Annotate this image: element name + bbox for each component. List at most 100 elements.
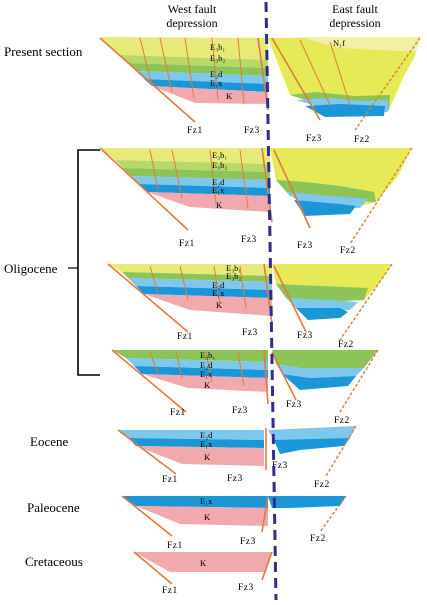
layer-e1x-east <box>268 496 346 508</box>
unit-label-e2d: E₂d <box>212 280 225 290</box>
layer-e1x-west <box>144 79 268 92</box>
minor-fault <box>149 265 159 295</box>
layer-e3b1-west <box>100 148 270 164</box>
layer-k-west <box>136 506 268 526</box>
minor-fault <box>299 39 331 106</box>
fault-fz3 <box>273 265 307 333</box>
layer-k <box>134 552 272 572</box>
fault-label-fz3: Fz3 <box>242 328 258 338</box>
fault-fz2-present <box>354 37 421 131</box>
panel-oligocene-mid: E₃b₁ E₃b₂ E₂d E₁x K Fz1 Fz3 Fz3 Fz2 <box>107 263 393 350</box>
layer-e2d-west <box>128 278 272 290</box>
unit-label-e3b1: E₃b₁ <box>210 42 225 52</box>
unit-label-e1x: E₁x <box>212 185 225 195</box>
minor-fault <box>179 265 189 301</box>
panel-eocene: E₂d E₁x K Fz1 Fz3 Fz3 Fz2 <box>117 425 357 490</box>
fault-fz3 <box>261 495 269 533</box>
panel-paleocene: E₁x K Fz1 Fz3 Fz2 <box>121 495 347 551</box>
layer-e1x-east <box>274 438 350 454</box>
layer-e3b2-west <box>120 55 268 68</box>
unit-label-e1x: E₁x <box>212 288 225 298</box>
minor-fault <box>149 351 159 375</box>
layer-n1f-east <box>300 37 420 52</box>
fault-label-fz3: Fz3 <box>232 406 248 416</box>
minor-fault <box>209 149 217 205</box>
east-header-line2: depression <box>329 16 380 30</box>
minor-fault <box>237 351 245 387</box>
fault-label-fz2: Fz2 <box>340 246 356 256</box>
fault-label-fz3: Fz3 <box>297 331 313 341</box>
unit-label-e3b1: E₃b₁ <box>212 150 227 160</box>
layer-e2d-west <box>118 430 264 440</box>
unit-label-k: K <box>200 558 207 568</box>
minor-fault <box>205 351 213 383</box>
panel-oligocene-early: E₃b₁ E₂d E₁x K Fz1 Fz3 Fz3 Fz2 <box>111 349 379 426</box>
layer-e1x-west <box>134 366 268 378</box>
fault-label-fz1: Fz1 <box>167 541 183 551</box>
fault-fz1 <box>99 147 189 231</box>
stage-label-paleocene: Paleocene <box>27 500 80 515</box>
layer-k-west <box>147 192 270 212</box>
fault-label-fz1: Fz1 <box>162 586 178 596</box>
layer-e1x-east <box>296 308 348 320</box>
fault-fz2 <box>339 263 393 341</box>
fault-fz2 <box>319 495 347 533</box>
panel-cretaceous: K Fz1 Fz3 <box>133 551 273 596</box>
unit-label-e3b2: E₃b₂ <box>212 160 227 170</box>
stage-label-oligocene: Oligocene <box>4 261 58 276</box>
unit-label-e3b1: E₃b₁ <box>226 263 241 273</box>
depression-divide-line <box>264 1 278 601</box>
layer-k-west <box>144 294 272 316</box>
unit-label-n1f: N₁f <box>333 38 345 48</box>
fault-fz2 <box>349 147 413 245</box>
layer-e2d-east <box>276 364 364 378</box>
fault-label-fz3: Fz3 <box>227 474 243 484</box>
fault-fz3-west <box>261 147 273 223</box>
unit-label-e1x: E₁x <box>200 369 213 379</box>
layer-e1x-west <box>122 496 268 508</box>
minor-fault <box>329 41 351 106</box>
layer-e1x-east <box>305 104 385 117</box>
layer-e2d-west <box>131 176 270 188</box>
unit-label-k: K <box>216 300 223 310</box>
layer-e3b3-west <box>123 168 270 180</box>
layer-e3b1-west <box>108 264 272 276</box>
unit-label-k: K <box>204 452 211 462</box>
fault-fz1 <box>107 263 189 333</box>
minor-fault <box>239 265 247 309</box>
unit-label-k: K <box>204 512 211 522</box>
fault-label-fz2: Fz2 <box>354 135 370 145</box>
layer-k-west <box>136 446 264 466</box>
layer-e3b3-west <box>128 63 268 76</box>
stage-label-eocene: Eocene <box>30 434 68 449</box>
fault-label-fz3: Fz3 <box>272 461 288 471</box>
fault-label-fz2: Fz2 <box>334 416 350 426</box>
fault-fz3-west-present <box>257 37 269 111</box>
fault-label-fz2: Fz2 <box>310 534 326 544</box>
minor-fault <box>139 37 153 87</box>
unit-label-e1x: E₁x <box>200 439 213 449</box>
stage-label-present: Present section <box>4 44 83 59</box>
minor-fault <box>184 37 195 99</box>
east-header-line1: East fault <box>332 2 378 16</box>
fault-fz3 <box>261 551 273 581</box>
unit-label-k: K <box>204 380 211 390</box>
layer-e2d-west <box>136 71 268 84</box>
fault-fz2 <box>339 349 379 413</box>
fault-label-fz3: Fz3 <box>241 235 257 245</box>
fault-label-fz1: Fz1 <box>170 408 186 418</box>
unit-label-e2d: E₂d <box>212 177 225 187</box>
layer-k-west <box>152 86 268 104</box>
fault-fz3 <box>271 351 297 401</box>
fault-label-fz2: Fz2 <box>338 340 354 350</box>
layer-e1x-east <box>294 200 356 216</box>
minor-fault <box>211 37 219 101</box>
stage-label-cretaceous: Cretaceous <box>25 554 83 569</box>
layer-e1x-west <box>139 184 270 196</box>
fault-label-fz3: Fz3 <box>297 241 313 251</box>
minor-fault <box>149 149 159 191</box>
minor-fault <box>239 149 249 209</box>
unit-label-e1x: E₁x <box>200 496 213 506</box>
layer-e3b-west <box>112 350 268 362</box>
